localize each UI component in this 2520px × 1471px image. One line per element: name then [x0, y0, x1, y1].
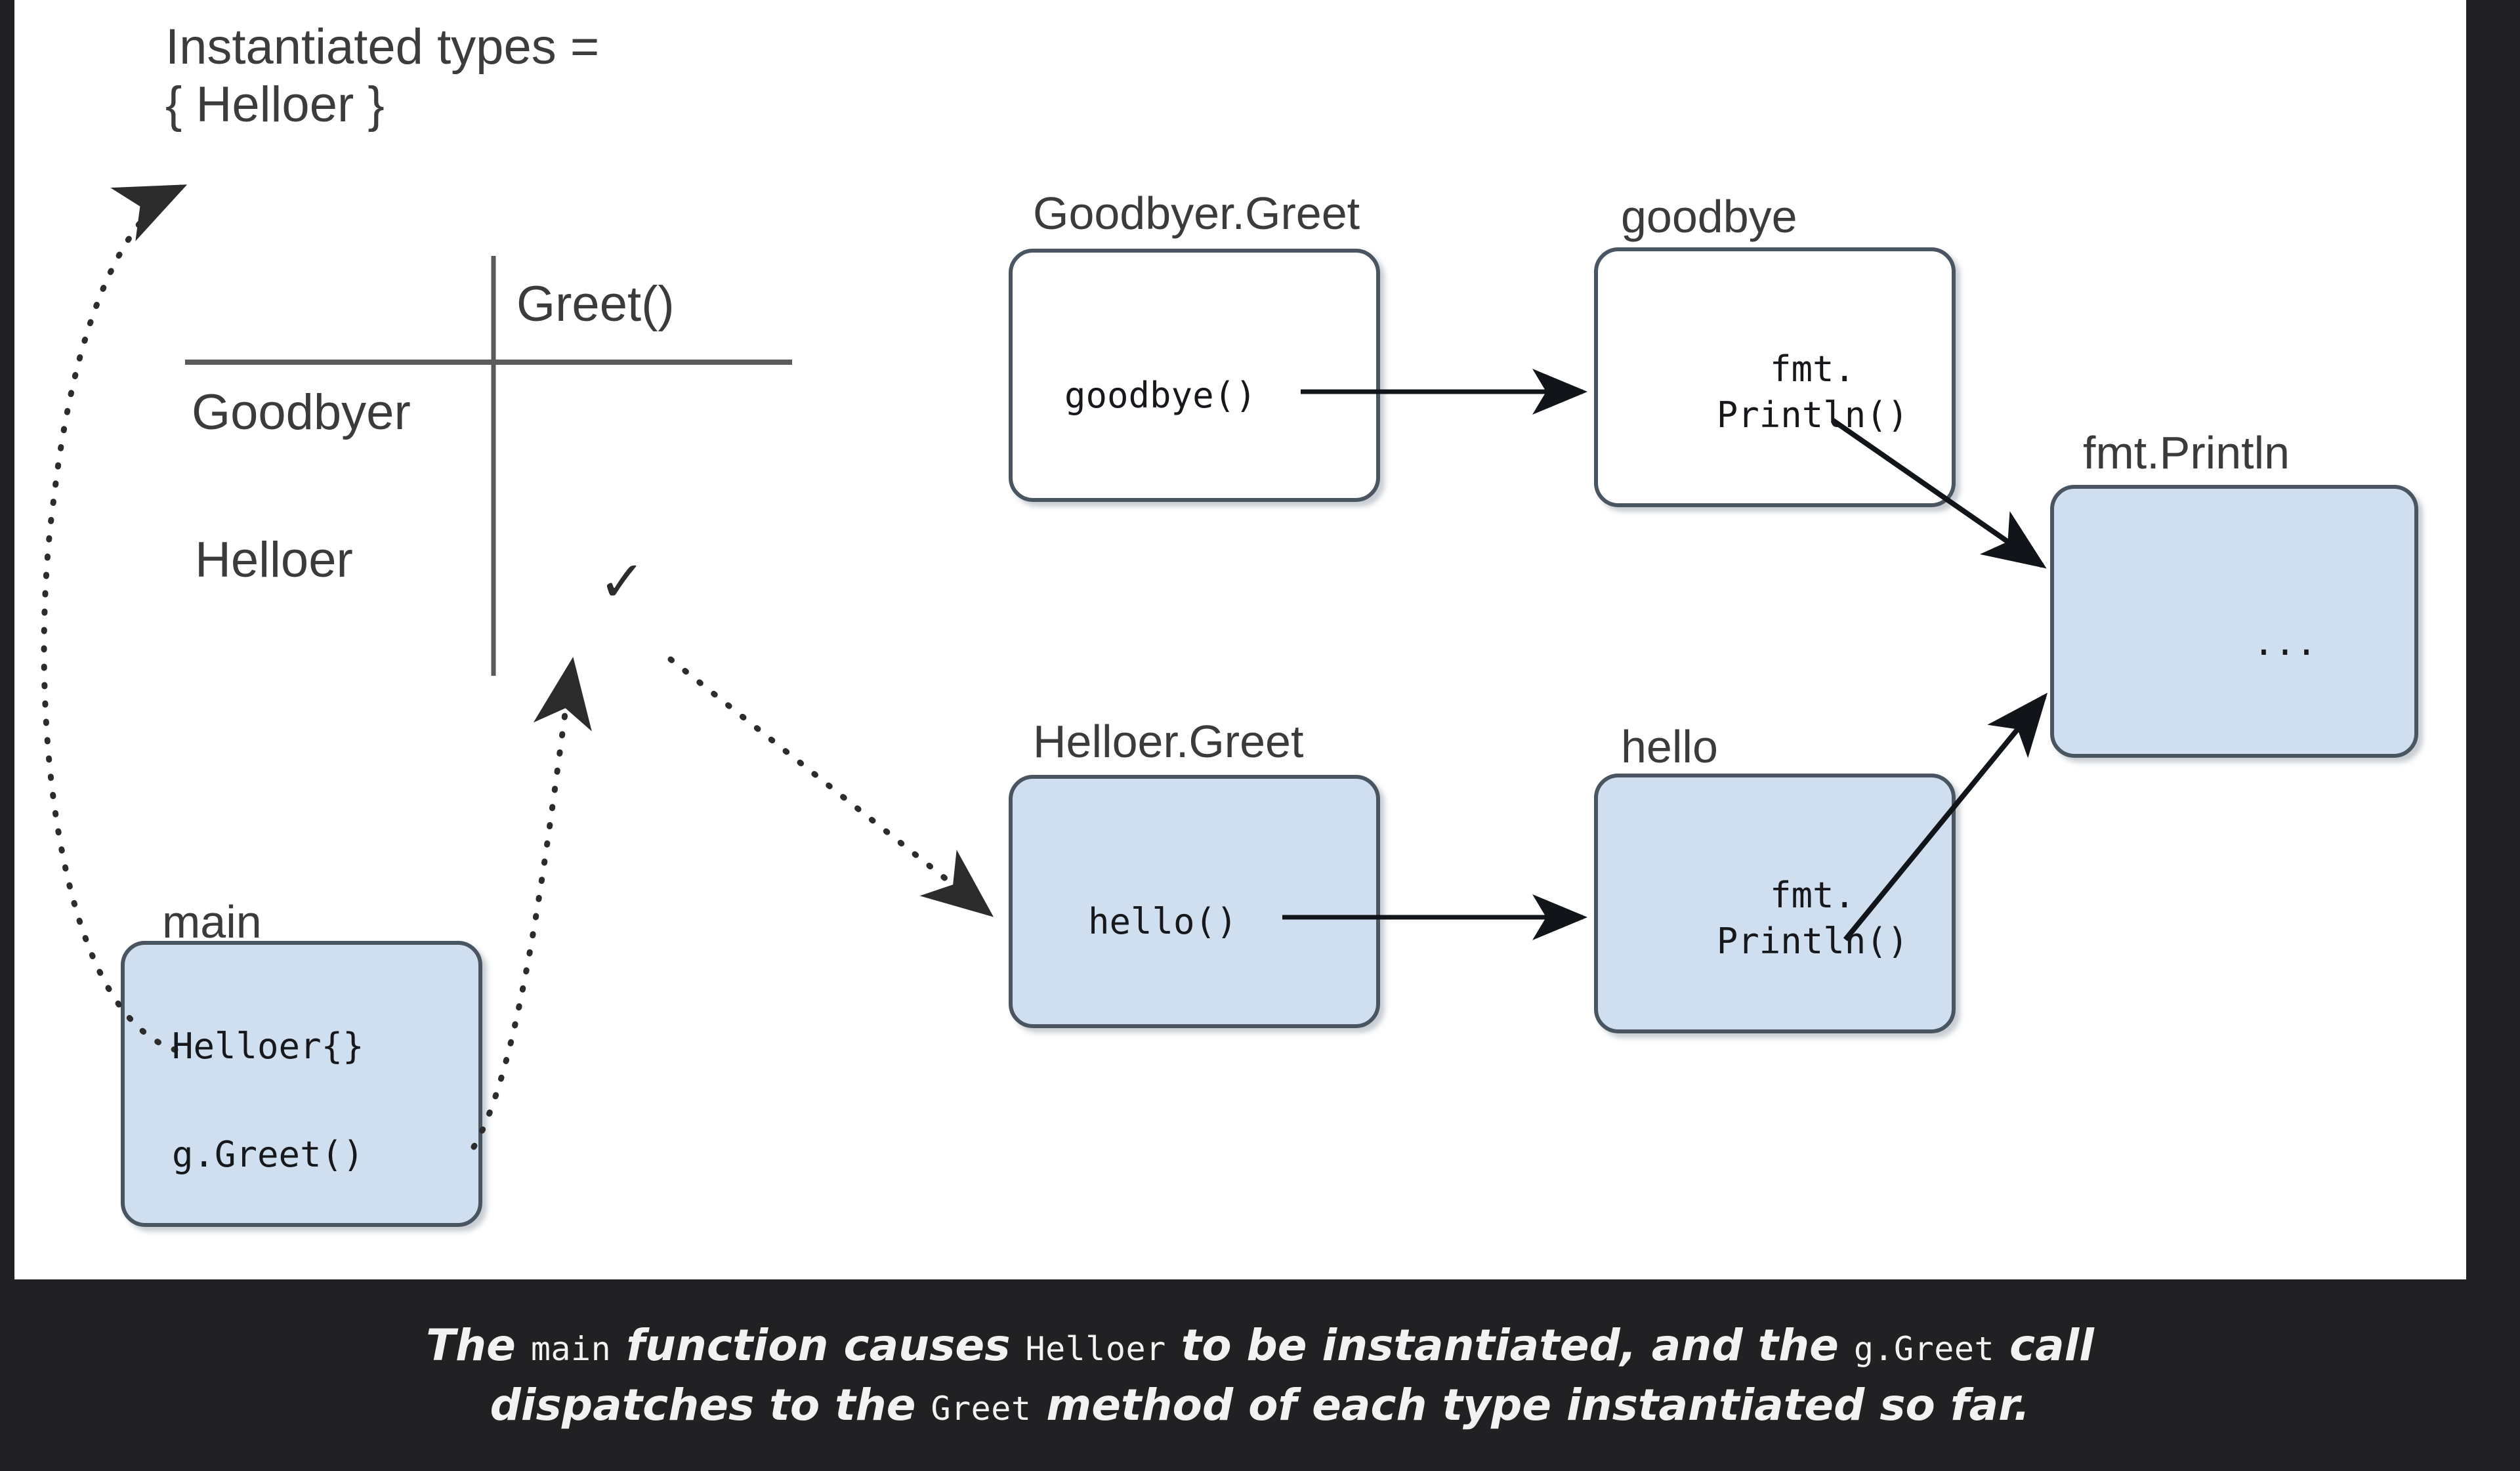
arrow-check-to-helloer-greet: [667, 656, 994, 917]
table-column-header-greet: Greet(): [516, 276, 675, 332]
box-goodbyer-greet[interactable]: [1009, 249, 1380, 502]
box-hello[interactable]: [1594, 774, 1956, 1033]
box-label-main: main: [162, 896, 262, 947]
box-hello-code-line-2: Println(): [1716, 921, 1909, 963]
box-helloer-greet-code-line-1: hello(): [1088, 901, 1238, 942]
box-main-code-line-2: g.Greet(): [172, 1134, 364, 1175]
figure-caption-line-2: dispatches to the Greet method of each t…: [490, 1375, 2030, 1435]
box-goodbye-code-line-2: Println(): [1716, 394, 1909, 436]
box-label-goodbye: goodbye: [1621, 191, 1797, 242]
box-label-hello: hello: [1621, 721, 1718, 772]
diagram-vector-layer: [41, 184, 2418, 1227]
box-fmt-println-code-ellipsis: ...: [2253, 622, 2317, 663]
box-helloer-greet[interactable]: [1009, 775, 1380, 1028]
box-hello-code-line-1: fmt.: [1769, 875, 1856, 916]
table-cell-checkmark-icon: ✓: [598, 549, 646, 615]
arrow-ggreet-to-check: [471, 657, 592, 1150]
instantiated-types-label: Instantiated types ={ Helloer }: [165, 18, 599, 134]
table-row-label-helloer: Helloer: [195, 532, 353, 588]
figure-caption: The main function causes Helloer to be i…: [0, 1279, 2520, 1471]
box-goodbye-code: fmt.Println(): [1642, 346, 1983, 438]
caption-text-run: method of each type instantiated so far.: [1031, 1380, 2030, 1430]
caption-code-token: g.Greet: [1853, 1329, 1995, 1368]
arrow-helloer-to-instantiated-types: [41, 184, 188, 1053]
diagram-canvas: Instantiated types ={ Helloer } Greet() …: [14, 0, 2466, 1279]
arrow-goodbye-to-fmt-println: [1830, 417, 2047, 569]
caption-text-run: dispatches to the: [490, 1380, 931, 1430]
figure-caption-line-1: The main function causes Helloer to be i…: [426, 1316, 2094, 1375]
caption-text-run: to be instantiated, and the: [1166, 1319, 1854, 1371]
box-fmt-println[interactable]: [2050, 485, 2418, 758]
caption-code-token: main: [530, 1329, 612, 1368]
table-row-label-goodbyer: Goodbyer: [192, 384, 411, 440]
box-main-code-line-1: Helloer{}: [172, 1026, 364, 1067]
box-label-goodbyer-greet: Goodbyer.Greet: [1033, 188, 1360, 239]
instantiated-types-line1: Instantiated types =: [165, 19, 600, 75]
box-main[interactable]: [121, 941, 482, 1227]
caption-code-token: Greet: [931, 1390, 1032, 1428]
box-goodbyer-greet-code-line-1: goodbye(): [1064, 375, 1257, 416]
dispatch-table-rules: [185, 256, 792, 676]
caption-text-run: The: [426, 1319, 531, 1371]
box-label-helloer-greet: Helloer.Greet: [1033, 716, 1304, 767]
arrow-hello-to-fmt-println: [1843, 692, 2048, 942]
caption-text-run: function causes: [611, 1319, 1026, 1371]
instantiated-types-line2: { Helloer }: [165, 77, 385, 133]
box-label-fmt-println: fmt.Println: [2083, 427, 2290, 478]
box-hello-code: fmt. Println(): [1642, 873, 1983, 964]
caption-code-token: Helloer: [1025, 1329, 1166, 1368]
caption-text-run: call: [1994, 1319, 2094, 1371]
box-goodbye-code-line-1: fmt.: [1769, 348, 1856, 390]
